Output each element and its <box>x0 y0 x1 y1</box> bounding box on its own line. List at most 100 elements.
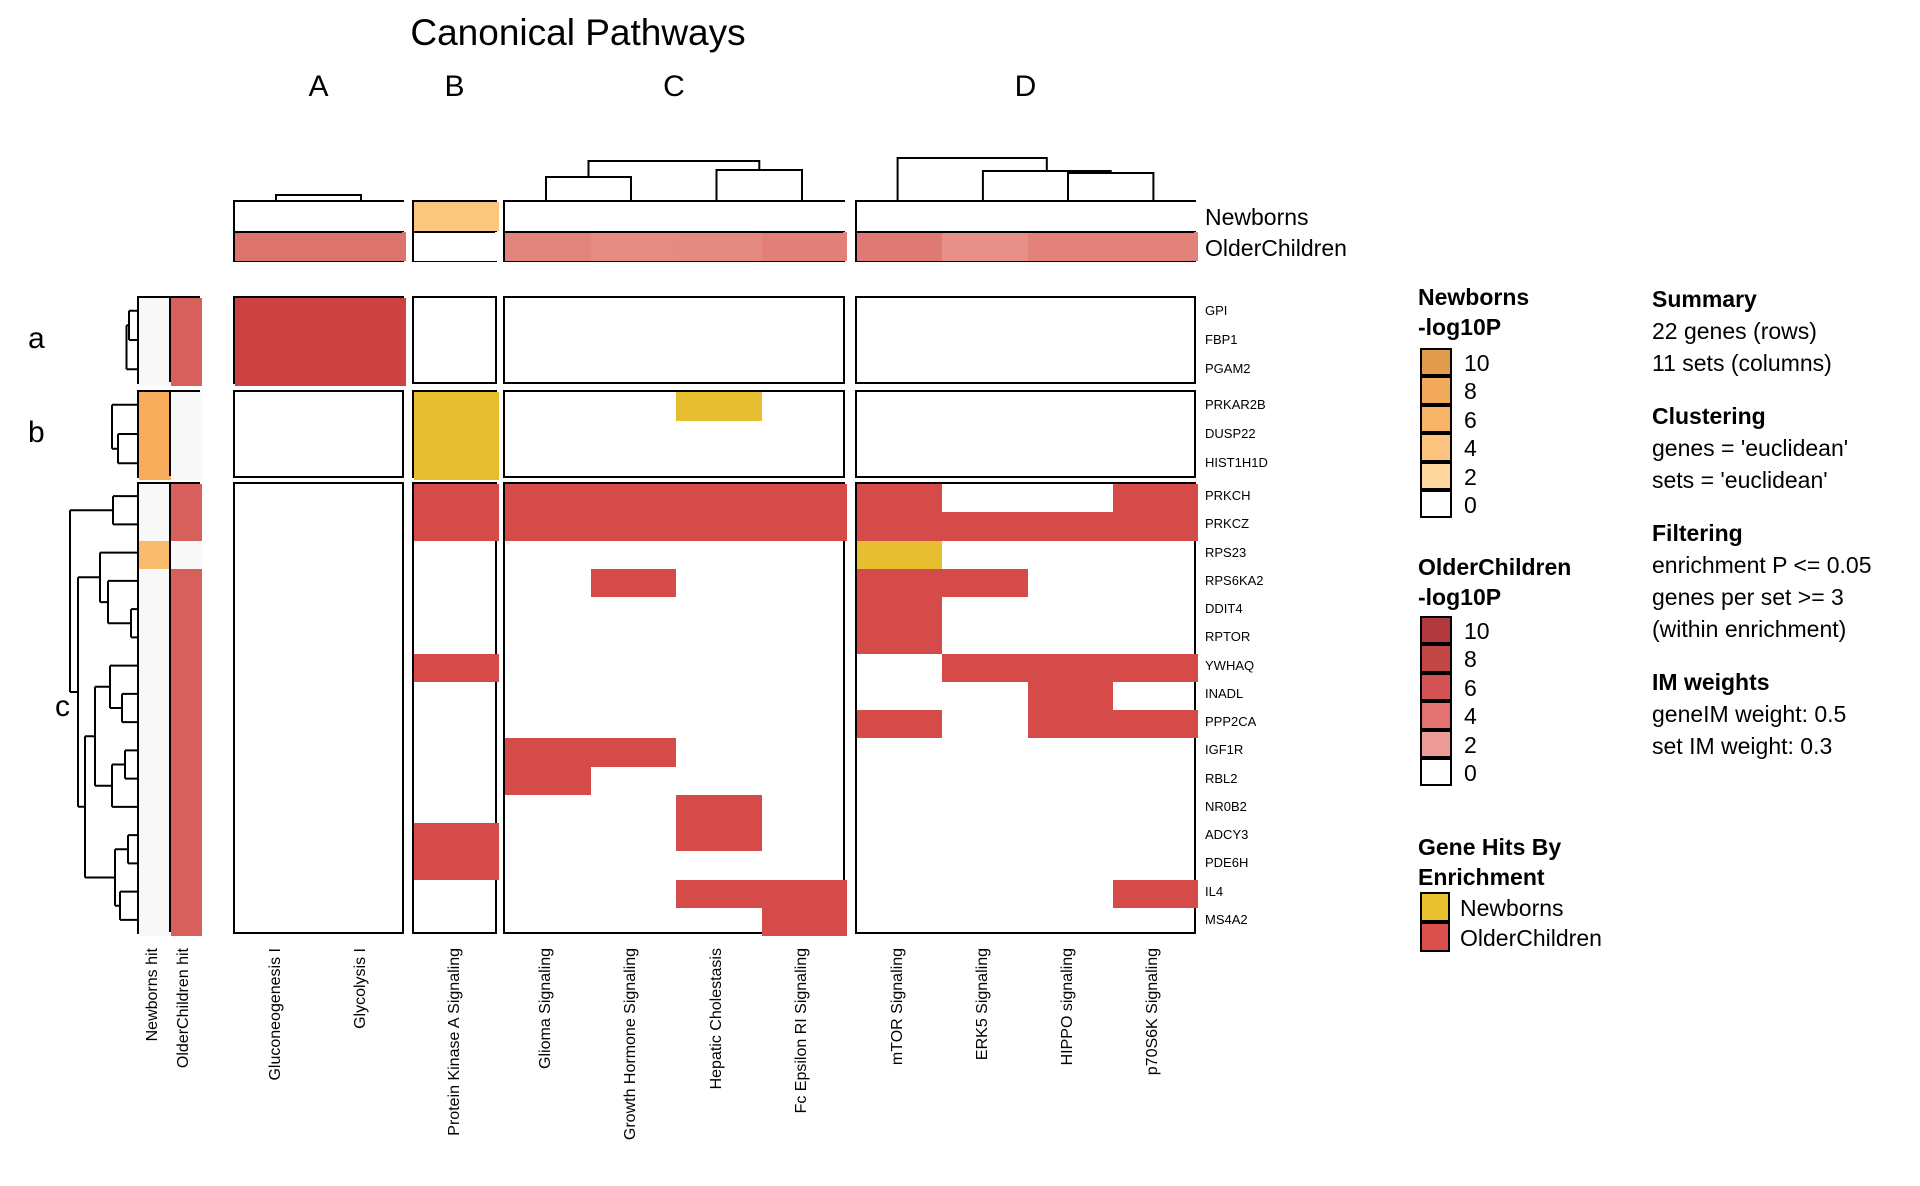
heatmap-cell <box>676 794 762 823</box>
heatmap-cell <box>590 484 676 513</box>
heatmap-panel-c-B <box>412 482 499 934</box>
heatmap-cell <box>761 879 847 908</box>
heatmap-cell <box>139 823 171 852</box>
heatmap-cell <box>857 484 943 513</box>
heatmap-cell <box>139 298 171 328</box>
annotation-cell-newborns <box>1112 202 1198 231</box>
heatmap-cell <box>1112 879 1198 908</box>
annotation-cell-newborns <box>676 202 762 231</box>
info-line: enrichment P <= 0.05 <box>1652 552 1872 578</box>
heatmap-cell <box>942 653 1028 682</box>
heatmap-cell <box>590 512 676 541</box>
annotation-cell-olderchildren <box>505 232 591 261</box>
heatmap-cell <box>761 907 847 936</box>
heatmap-panel-b-D <box>855 390 1196 478</box>
heatmap-cell <box>139 851 171 880</box>
heatmap-cell <box>1027 512 1113 541</box>
dendrogram-left-c <box>112 749 137 780</box>
heatmap-cell <box>414 484 499 513</box>
annotation-cell-olderchildren <box>235 232 321 261</box>
dendrogram-left-c <box>100 579 137 624</box>
legend-newborns-title: -log10P <box>1418 314 1502 340</box>
heatmap-cell <box>170 823 202 852</box>
annotation-cell-olderchildren <box>1027 232 1113 261</box>
info-line: genes per set >= 3 <box>1652 584 1844 610</box>
heatmap-cell <box>170 681 202 710</box>
legend-newborns-swatch <box>1420 348 1452 377</box>
gene-label-RPTOR: RPTOR <box>1205 629 1251 645</box>
heatmap-cell <box>139 327 171 357</box>
heatmap-cell <box>170 625 202 654</box>
heatmap-cell <box>139 766 171 795</box>
heatmap-cell <box>235 356 321 386</box>
info-heading-clustering: Clustering <box>1652 403 1766 429</box>
legend-olderchildren-swatch <box>1420 729 1452 758</box>
heatmap-cell <box>1027 681 1113 710</box>
heatmap-cell <box>320 356 406 386</box>
heatmap-cell <box>170 653 202 682</box>
heatmap-cell <box>170 597 202 626</box>
annotation-cell-olderchildren <box>1112 232 1198 261</box>
heatmap-cell <box>170 851 202 880</box>
heatmap-cell <box>1112 710 1198 739</box>
gene-label-FBP1: FBP1 <box>1205 332 1238 347</box>
dendrogram-left-c <box>95 664 137 708</box>
gene-label-GPI: GPI <box>1205 302 1228 318</box>
dendrogram-left-c <box>78 551 137 603</box>
heatmap-cell <box>320 298 406 328</box>
dendrogram-top-d <box>896 157 1048 200</box>
legend-olderchildren-swatch <box>1420 672 1452 702</box>
gene-label-RBL2: RBL2 <box>1205 770 1238 786</box>
heatmap-cell <box>505 766 591 795</box>
annotation-cell-olderchildren <box>761 232 847 261</box>
heatmap-cell <box>505 484 591 513</box>
annotation-cell-olderchildren <box>320 232 406 261</box>
heatmap-cell <box>170 540 202 569</box>
legend-newborns-title: Newborns <box>1418 284 1530 310</box>
heatmap-cell <box>857 710 943 739</box>
gene-label-YWHAQ: YWHAQ <box>1205 657 1255 673</box>
dendrogram-left-c <box>115 834 137 865</box>
gene-label-RPS6KA2: RPS6KA2 <box>1205 572 1264 588</box>
annotation-cell-newborns <box>505 202 591 231</box>
annotation-panel-C <box>503 200 847 262</box>
info-line: genes = 'euclidean' <box>1652 435 1849 461</box>
legend-gene-hits-swatch-olderchildren <box>1420 922 1450 952</box>
heatmap-cell <box>170 794 202 823</box>
heatmap-cell <box>170 512 202 541</box>
heatmap-cell <box>676 392 762 422</box>
info-line: set IM weight: 0.3 <box>1652 733 1833 759</box>
annotation-cell-newborns <box>235 202 321 231</box>
heatmap-cell <box>170 710 202 739</box>
gene-label-MS4A2: MS4A2 <box>1205 911 1248 927</box>
heatmap-cell <box>235 298 321 328</box>
heatmap-cell <box>170 356 202 386</box>
heatmap-cell <box>170 484 202 513</box>
heatmap-cell <box>857 568 943 597</box>
legend-olderchildren-swatch <box>1420 701 1452 730</box>
annotation-cell-olderchildren <box>590 232 676 261</box>
legend-gene-hits-label: Newborns <box>1460 895 1564 921</box>
info-line: sets = 'euclidean' <box>1652 467 1828 493</box>
annotation-cell-olderchildren <box>676 232 762 261</box>
heatmap-cell <box>139 625 171 654</box>
heatmap-panel-a-C <box>503 296 845 384</box>
annotation-row-divider <box>414 231 495 233</box>
heatmap-cell <box>1112 484 1198 513</box>
gene-label-IL4: IL4 <box>1205 883 1224 899</box>
heatmap-cell <box>139 907 171 936</box>
heatmap-cell <box>414 421 499 451</box>
gene-label-PPP2CA: PPP2CA <box>1205 714 1257 730</box>
info-heading-summary: Summary <box>1652 286 1757 312</box>
legend-newborns-swatch <box>1420 404 1452 434</box>
heatmap-cell <box>139 738 171 767</box>
dendrogram-top-a <box>275 194 362 200</box>
annotation-cell-newborns <box>857 202 943 231</box>
column-group-label-D: D <box>1014 70 1037 103</box>
heatmap-cell <box>414 653 499 682</box>
heatmap-cell <box>139 392 171 422</box>
heatmap-cell <box>139 512 171 541</box>
row-group-label-a: a <box>28 322 45 355</box>
heatmap-panel-a-hits <box>137 296 202 386</box>
